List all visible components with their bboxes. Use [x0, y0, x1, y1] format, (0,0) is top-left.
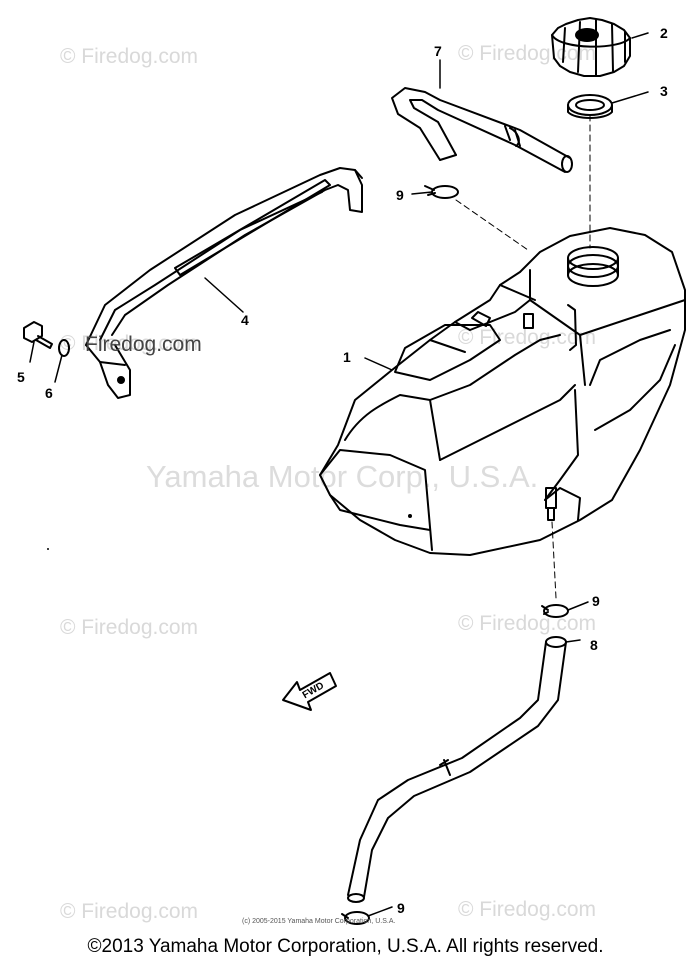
callout-3: 3	[660, 83, 668, 99]
hose-clip-bottom	[341, 911, 370, 925]
watermark-firedog: © Firedog.com	[458, 326, 597, 349]
watermark-firedog: © Firedog.com	[458, 612, 597, 635]
watermark-firedog-ref: Firedog.com	[85, 333, 202, 356]
breather-hose	[391, 87, 573, 173]
watermark-firedog: © Firedog.com	[458, 42, 597, 65]
small-copyright: (c) 2005-2015 Yamaha Motor Corporation, …	[242, 918, 396, 925]
fuel-tank	[319, 227, 686, 556]
callout-9: 9	[397, 900, 405, 916]
fwd-arrow	[282, 672, 337, 711]
callout-1: 1	[343, 349, 351, 365]
callout-9: 9	[396, 187, 404, 203]
callout-5: 5	[17, 369, 25, 385]
callout-7: 7	[434, 43, 442, 59]
watermark-firedog: © Firedog.com	[60, 900, 199, 923]
hose-clip-mid	[541, 604, 569, 618]
watermark-firedog: © Firedog.com	[458, 898, 597, 921]
watermark-firedog: © Firedog.com	[60, 45, 199, 68]
callout-8: 8	[590, 637, 598, 653]
callout-2: 2	[660, 25, 668, 41]
callout-9: 9	[592, 593, 600, 609]
tank-band	[85, 167, 363, 399]
callout-6: 6	[45, 385, 53, 401]
footer-copyright: ©2013 Yamaha Motor Corporation, U.S.A. A…	[87, 936, 604, 957]
fuel-hose	[347, 636, 567, 903]
watermark-firedog: © Firedog.com	[60, 332, 199, 355]
watermark-firedog: © Firedog.com	[60, 616, 199, 639]
washer	[58, 339, 70, 357]
watermark-yamaha: Yamaha Motor Corp., U.S.A.	[146, 459, 539, 494]
callout-4: 4	[241, 312, 249, 328]
filler-cap	[551, 17, 631, 77]
bolt	[23, 321, 53, 349]
